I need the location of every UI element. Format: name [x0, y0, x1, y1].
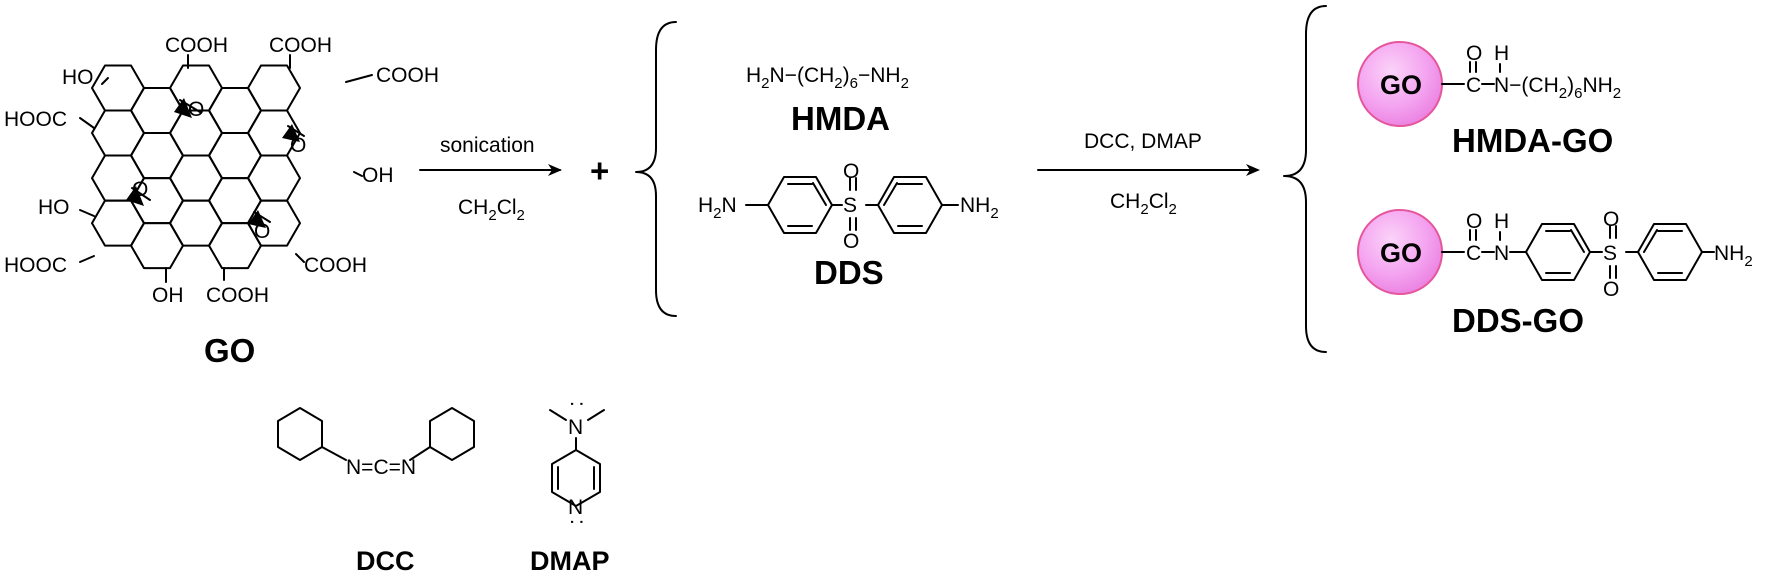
dmap-ring-n: N — [568, 496, 583, 519]
hmda-go-sphere-label: GO — [1380, 70, 1422, 100]
dds-go-sphere-label: GO — [1380, 238, 1422, 268]
epoxide-o-4: O — [254, 220, 270, 243]
go-hex-cell — [208, 177, 262, 225]
go-hex-cell — [247, 154, 301, 202]
step2-arrow-group: DCC, DMAP CH2Cl2 — [1037, 130, 1260, 218]
go-hex-cell — [208, 87, 262, 134]
go-oh-right: OH — [362, 164, 394, 187]
reactant-brace — [635, 21, 677, 317]
go-hex-cell — [91, 64, 145, 112]
dds-go-amine: NH2 — [1714, 242, 1753, 270]
dds-group: H2N S O O NH2 DDS — [698, 160, 999, 291]
dcc-cyclohexyl-left — [277, 407, 347, 461]
dds-oxo-bottom: O — [843, 230, 859, 253]
hmda-group: H2N−(CH2)6−NH2 HMDA — [746, 64, 909, 137]
dds-right-ring — [865, 176, 959, 234]
go-hex-cell — [247, 64, 301, 112]
go-oh-top: HO — [62, 66, 94, 89]
dmap-amine-n: N — [568, 416, 583, 439]
go-label: GO — [204, 332, 255, 369]
go-hex-cell — [169, 199, 223, 247]
epoxide-o-3: O — [132, 178, 148, 201]
go-substituent-bonds — [79, 54, 373, 283]
go-oh-bottom: OH — [152, 284, 184, 307]
dcc-group: N=C=N DCC — [277, 407, 475, 576]
product-brace — [1283, 5, 1327, 353]
step1-condition-below: CH2Cl2 — [458, 196, 525, 224]
dds-go-ring-1 — [1509, 223, 1603, 281]
dds-left-amine: H2N — [698, 194, 737, 222]
dmap-pyridine-ring — [551, 449, 601, 507]
dds-go-oxo-bottom: O — [1603, 278, 1619, 301]
step1-arrow-group: sonication CH2Cl2 — [419, 134, 562, 224]
hmda-go-label: HMDA-GO — [1452, 122, 1613, 159]
epoxide-wedges — [126, 98, 305, 228]
dds-go-n: N — [1494, 242, 1509, 265]
go-ho-left: HO — [38, 196, 70, 219]
dds-go-sulfur: S — [1603, 242, 1617, 265]
go-cooh-bottom: COOH — [206, 284, 269, 307]
dds-go-ring-2 — [1625, 223, 1715, 281]
go-cooh-top-mid: COOH — [269, 34, 332, 57]
step1-arrowhead — [548, 164, 562, 176]
dmap-methyls — [549, 409, 605, 451]
hmda-go-nh-h: H — [1494, 42, 1509, 65]
step1-condition-above: sonication — [440, 134, 535, 157]
dds-right-amine: NH2 — [960, 194, 999, 222]
go-hex-cell — [247, 199, 301, 247]
dds-left-ring — [745, 176, 843, 234]
dds-go-carbon: C — [1466, 242, 1481, 265]
hmda-go-oxo: O — [1466, 42, 1482, 65]
epoxide-o-1: O — [188, 98, 204, 121]
dds-go-label: DDS-GO — [1452, 302, 1584, 339]
go-hooc-left-lower: HOOC — [4, 254, 67, 277]
go-cooh-bottom-right: COOH — [304, 254, 367, 277]
dds-label: DDS — [814, 254, 884, 291]
hmda-go-chain: N−(CH2)6NH2 — [1494, 74, 1621, 102]
step2-condition-above: DCC, DMAP — [1084, 130, 1202, 153]
dds-go-oxo-top: O — [1603, 208, 1619, 231]
go-cooh-top-left: COOH — [165, 34, 228, 57]
go-hex-cell — [169, 154, 223, 202]
step2-condition-below: CH2Cl2 — [1110, 190, 1177, 218]
dmap-group: N : N : DMAP — [530, 401, 610, 576]
epoxide-o-2: O — [290, 134, 306, 157]
dmap-ring-lone-pair: : — [566, 519, 589, 525]
dds-go-nh-h: H — [1494, 210, 1509, 233]
go-cooh-top-right: COOH — [376, 64, 439, 87]
go-hex-cell — [91, 109, 145, 157]
go-hex-cell — [130, 132, 184, 180]
step2-arrowhead — [1246, 164, 1260, 176]
dcc-cyclohexyl-right — [409, 407, 475, 461]
dds-go-group: GO C O H N S O O NH — [1357, 208, 1753, 339]
go-hex-cell — [208, 132, 262, 180]
dcc-label: DCC — [356, 546, 415, 576]
dmap-label: DMAP — [530, 546, 610, 576]
dds-go-oxo: O — [1466, 210, 1482, 233]
plus-sign: + — [590, 152, 609, 189]
dds-oxo-top: O — [843, 160, 859, 183]
hmda-label: HMDA — [791, 100, 890, 137]
go-hex-cell — [130, 222, 184, 270]
dds-sulfur: S — [843, 194, 857, 217]
hmda-go-carbon: C — [1466, 74, 1481, 97]
hmda-formula: H2N−(CH2)6−NH2 — [746, 64, 909, 92]
go-hooc-left-upper: HOOC — [4, 108, 67, 131]
dmap-amine-lone-pair: : — [566, 401, 589, 407]
hmda-go-group: GO C O H N−(CH2)6NH2 HMDA-GO — [1357, 41, 1621, 159]
dcc-carbodiimide: N=C=N — [346, 456, 416, 479]
go-hex-cell — [91, 199, 145, 247]
go-structure: O O O O COOH COOH COOH HO HOOC OH HO HOO… — [4, 34, 439, 369]
